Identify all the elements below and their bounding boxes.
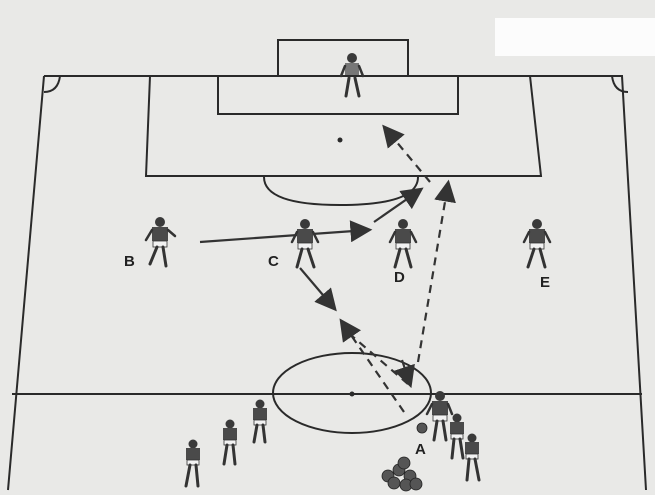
label-b: B (124, 253, 135, 270)
ball-player-a (417, 423, 427, 433)
label-a: A (415, 441, 426, 458)
label-e: E (540, 274, 550, 291)
penalty-spot (338, 138, 343, 143)
label-c: C (268, 253, 279, 270)
centre-spot (350, 392, 355, 397)
margin-patch (495, 18, 655, 56)
label-d: D (394, 269, 405, 286)
